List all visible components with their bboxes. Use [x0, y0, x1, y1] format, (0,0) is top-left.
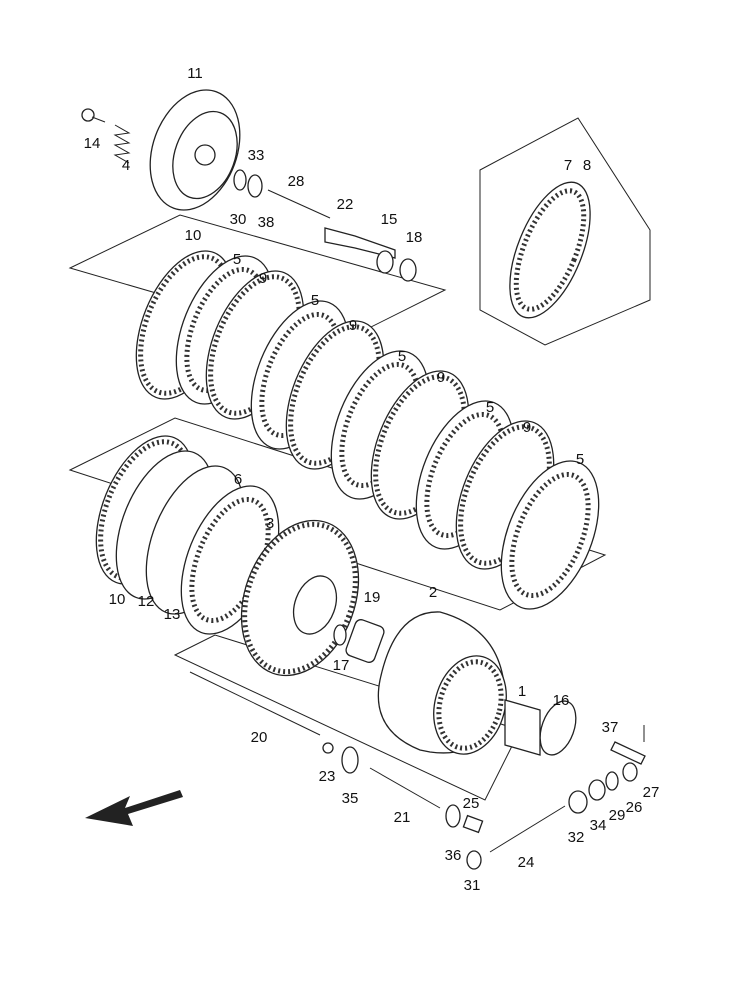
part-number-label: 2: [429, 584, 437, 601]
part-number-label: 33: [248, 147, 265, 164]
part-number-label: 5: [311, 292, 319, 309]
bearing-15: [376, 250, 394, 274]
part-number-label: 8: [583, 157, 591, 174]
part-number-label: 23: [319, 768, 336, 785]
part-number-label: 5: [486, 399, 494, 416]
part-number-label: 22: [337, 196, 354, 213]
front-arrow-icon: [85, 790, 183, 826]
clutch-plates: [95, 250, 600, 635]
part-number-label: 7: [564, 157, 572, 174]
part-number-label: 31: [464, 877, 481, 894]
part-number-label: 26: [626, 799, 643, 816]
long-rod: [189, 671, 321, 736]
part-number-label: 34: [590, 817, 607, 834]
washer: [233, 169, 247, 191]
clutch-housing: [377, 611, 507, 755]
bolt: [81, 108, 106, 123]
part-number-label: 17: [333, 657, 350, 674]
part-number-label: 30: [230, 211, 247, 228]
pressure-plate: [149, 89, 241, 211]
part-number-label: 12: [138, 593, 155, 610]
part-number-label: 27: [643, 784, 660, 801]
part-number-label: 9: [523, 419, 531, 436]
part-number-label: 15: [381, 211, 398, 228]
part-number-label: 9: [349, 317, 357, 334]
part-number-label: 36: [445, 847, 462, 864]
part-number-label: 11: [187, 65, 203, 82]
part-number-label: 3: [266, 515, 274, 532]
part-number-label: 18: [406, 229, 423, 246]
part-number-label: 25: [463, 795, 480, 812]
release-shaft: [489, 805, 566, 853]
part-number-label: 32: [568, 829, 585, 846]
part-number-label: 13: [164, 606, 181, 623]
part-number-label: 19: [364, 589, 381, 606]
release-lever: [610, 741, 646, 765]
part-number-label: 1: [518, 683, 526, 700]
bearing-32: [568, 790, 588, 814]
needle-bearing: [345, 619, 385, 663]
part-number-label: 10: [109, 591, 126, 608]
part-number-label: 35: [342, 790, 359, 807]
inset-plate: [509, 181, 591, 319]
part-number-label: 29: [609, 807, 626, 824]
washer-29: [605, 771, 619, 791]
part-number-label: 28: [288, 173, 305, 190]
frame-inset: [479, 117, 651, 346]
seal-34: [588, 779, 606, 801]
part-number-label: 9: [259, 270, 267, 287]
washer-17: [333, 624, 347, 646]
part-number-label: 6: [234, 471, 242, 488]
part-number-label: 5: [398, 348, 406, 365]
ball: [322, 742, 334, 754]
part-number-label: 24: [518, 854, 535, 871]
part-number-label: 5: [576, 451, 584, 468]
push-rod: [267, 189, 331, 219]
push-piece: [324, 227, 396, 259]
seal-36: [445, 804, 461, 828]
part-number-label: 16: [553, 692, 570, 709]
part-number-label: 21: [394, 809, 411, 826]
pin-25: [462, 814, 484, 834]
spring-26: [622, 762, 638, 782]
part-number-label: 10: [185, 227, 202, 244]
part-number-label: 4: [122, 157, 130, 174]
part-number-label: 20: [251, 729, 268, 746]
sleeve: [504, 699, 541, 756]
thrust-washer: [539, 700, 577, 756]
bushing-31: [466, 850, 482, 870]
rod-21: [369, 767, 441, 809]
part-number-label: 5: [233, 251, 241, 268]
part-number-label: 38: [258, 214, 275, 231]
clutch-hub: [240, 519, 360, 677]
part-number-label: 9: [437, 369, 445, 386]
bearing: [247, 174, 263, 198]
steel-plate: [500, 460, 600, 610]
washer-18: [399, 258, 417, 282]
part-number-label: 37: [602, 719, 619, 736]
spring: [113, 124, 131, 164]
oil-seal-35: [341, 746, 359, 774]
part-number-label: 14: [84, 135, 101, 152]
